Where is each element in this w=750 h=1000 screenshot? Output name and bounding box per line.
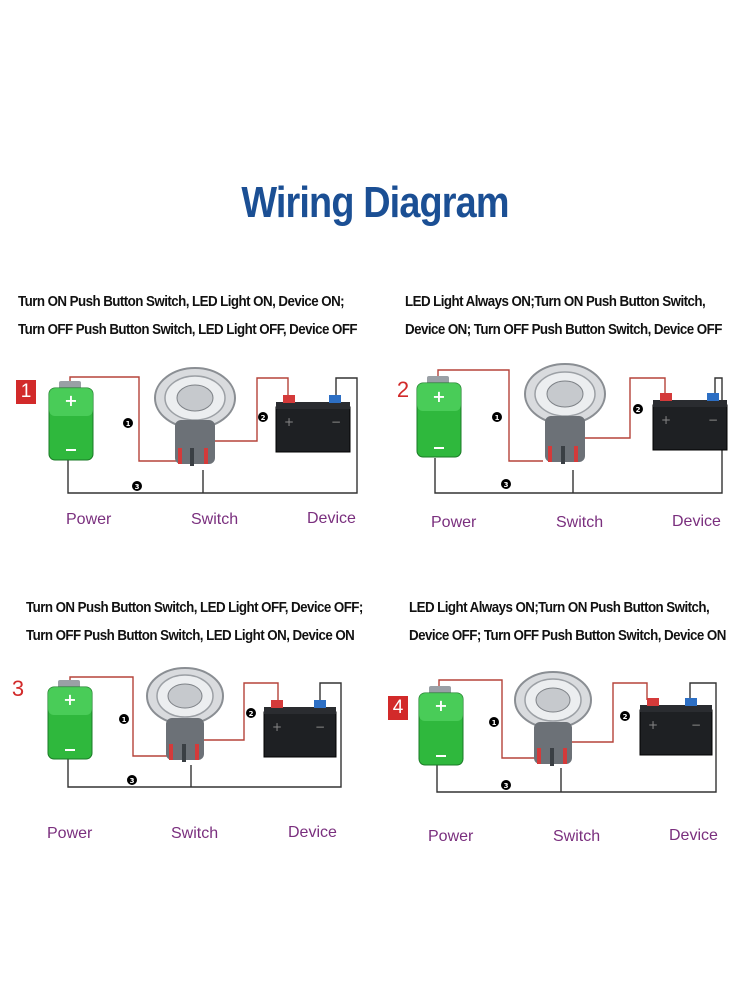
node-marker-3: 3 [501, 479, 511, 489]
panel-caption-line2: Device OFF; Turn OFF Push Button Switch,… [409, 628, 726, 644]
device-label: Device [672, 513, 721, 530]
negative-wire [67, 377, 358, 494]
svg-text:+: + [648, 718, 658, 732]
node-marker-3: 3 [127, 775, 137, 785]
svg-text:1: 1 [122, 716, 127, 724]
switch-to-device-wire [213, 377, 289, 442]
panel-number-badge: 4 [388, 696, 408, 720]
switch-label: Switch [553, 828, 601, 845]
switch-to-device-wire [200, 682, 279, 741]
svg-text:+: + [434, 696, 447, 715]
svg-text:+: + [64, 391, 77, 410]
panel-number-badge: 2 [396, 377, 410, 402]
negative-wire [67, 682, 342, 788]
wiring-panel-3: Turn ON Push Button Switch, LED Light OF… [0, 600, 375, 900]
panel-caption-line1: Turn ON Push Button Switch, LED Light OF… [26, 600, 363, 616]
power-label: Power [66, 511, 112, 528]
svg-text:−: − [708, 413, 718, 427]
svg-text:+: + [272, 720, 282, 734]
device-battery-icon: + − [275, 395, 351, 453]
device-battery-icon: + − [263, 700, 337, 758]
panel-caption-line2: Turn OFF Push Button Switch, LED Light O… [26, 628, 355, 644]
positive-wire [438, 679, 537, 759]
wiring-panel-4: LED Light Always ON;Turn ON Push Button … [385, 600, 750, 900]
wiring-panel-1: Turn ON Push Button Switch, LED Light ON… [0, 290, 375, 590]
svg-text:2: 2 [623, 713, 628, 721]
panel-caption-line2: Device ON; Turn OFF Push Button Switch, … [405, 322, 722, 338]
battery-icon: + [47, 680, 93, 760]
device-battery-icon: + − [639, 698, 713, 756]
panel-caption-line1: LED Light Always ON;Turn ON Push Button … [405, 294, 706, 310]
device-label: Device [307, 510, 356, 527]
device-battery-icon: + − [652, 393, 728, 451]
wiring-schematic: + + − 1 2 3 [47, 667, 342, 788]
node-marker-2: 2 [258, 412, 268, 422]
node-marker-1: 1 [123, 418, 133, 428]
svg-text:+: + [284, 415, 294, 429]
power-label: Power [431, 514, 477, 531]
node-marker-2: 2 [620, 711, 630, 721]
wiring-schematic: + + − 1 2 3 [48, 367, 358, 494]
push-button-switch-icon [146, 667, 224, 762]
push-button-switch-icon [154, 367, 236, 466]
battery-icon: + [418, 686, 464, 766]
push-button-switch-icon [514, 671, 592, 766]
wiring-schematic: + + − 1 2 3 [418, 671, 717, 793]
device-label: Device [669, 827, 718, 844]
svg-text:1: 1 [495, 414, 500, 422]
node-marker-3: 3 [501, 780, 511, 790]
svg-text:2: 2 [249, 710, 254, 718]
node-marker-1: 1 [489, 717, 499, 727]
svg-text:−: − [691, 718, 701, 732]
node-marker-2: 2 [633, 404, 643, 414]
svg-text:2: 2 [261, 414, 266, 422]
negative-wire [436, 682, 717, 793]
push-button-switch-icon [524, 363, 606, 464]
svg-text:+: + [63, 690, 76, 709]
panel-number-badge: 3 [11, 676, 25, 701]
svg-text:+: + [661, 413, 671, 427]
wiring-panel-2: LED Light Always ON;Turn ON Push Button … [385, 290, 750, 590]
switch-label: Switch [171, 825, 219, 842]
svg-text:−: − [331, 415, 341, 429]
switch-label: Switch [191, 511, 239, 528]
svg-text:1: 1 [492, 719, 497, 727]
device-label: Device [288, 824, 337, 841]
svg-text:3: 3 [504, 481, 509, 489]
positive-wire [437, 369, 543, 462]
panel-caption-line1: Turn ON Push Button Switch, LED Light ON… [18, 294, 345, 310]
panel-caption-line1: LED Light Always ON;Turn ON Push Button … [409, 600, 710, 616]
positive-wire [69, 676, 170, 757]
node-marker-1: 1 [492, 412, 502, 422]
svg-text:3: 3 [504, 782, 509, 790]
svg-text:−: − [315, 720, 325, 734]
panel-caption-line2: Turn OFF Push Button Switch, LED Light O… [18, 322, 358, 338]
node-marker-2: 2 [246, 708, 256, 718]
power-label: Power [47, 825, 93, 842]
svg-text:+: + [432, 387, 445, 406]
svg-text:3: 3 [130, 777, 135, 785]
svg-text:2: 2 [636, 406, 641, 414]
panel-number-badge: 1 [16, 380, 36, 404]
wiring-schematic: + + − 1 2 3 [416, 363, 728, 494]
node-marker-3: 3 [132, 481, 142, 491]
switch-to-device-wire [570, 377, 666, 439]
svg-text:3: 3 [135, 483, 140, 491]
positive-wire [69, 376, 186, 462]
switch-to-device-wire [565, 682, 648, 743]
battery-icon: + [416, 376, 462, 458]
page-title: Wiring Diagram [241, 178, 509, 227]
node-marker-1: 1 [119, 714, 129, 724]
power-label: Power [428, 828, 474, 845]
svg-text:1: 1 [126, 420, 131, 428]
switch-label: Switch [556, 514, 604, 531]
battery-icon: + [48, 381, 94, 461]
